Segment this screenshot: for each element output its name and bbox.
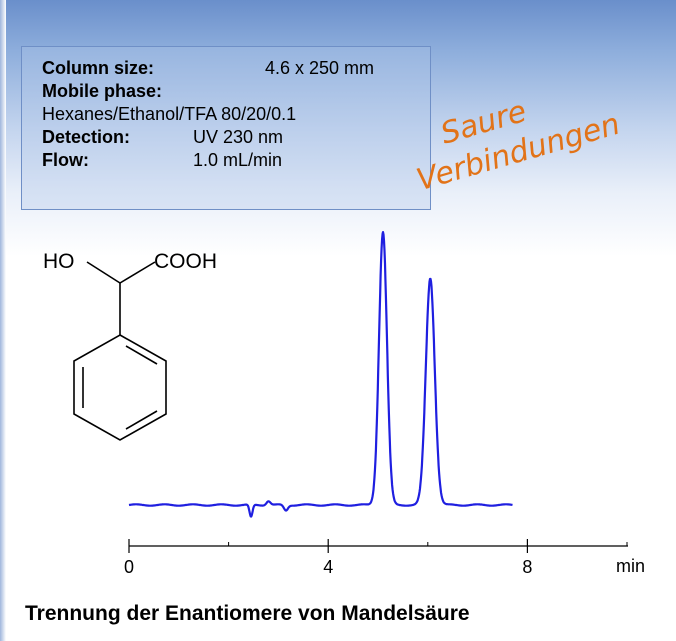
x-tick-label: 8 — [522, 557, 532, 577]
detection-value: UV 230 nm — [193, 127, 284, 147]
mobile-phase-value: Hexanes/Ethanol/TFA 80/20/0.1 — [42, 104, 297, 124]
column-size-row: Column size: 4.6 x 250 mm — [42, 57, 430, 80]
flow-label: Flow: — [42, 150, 89, 170]
conditions-box: Column size: 4.6 x 250 mm Mobile phase: H… — [21, 46, 431, 210]
flow-value: 1.0 mL/min — [193, 150, 283, 170]
mobile-phase-label: Mobile phase: — [42, 81, 163, 101]
chromatogram: 0 4 8 min — [124, 231, 645, 577]
chromatogram-trace — [128, 231, 514, 518]
left-edge-decoration — [0, 0, 6, 641]
column-size-label: Column size: — [42, 58, 155, 78]
detection-label: Detection: — [42, 127, 131, 147]
mandelic-acid-structure — [73, 261, 167, 441]
flow-row: Flow: 1.0 mL/min — [42, 149, 430, 172]
bond-cooh — [119, 261, 156, 284]
bond-ho — [86, 261, 121, 284]
x-tick-label: 0 — [124, 557, 134, 577]
cooh-label: COOH — [154, 250, 217, 273]
ring-double-bond-2 — [125, 410, 158, 430]
x-tick-label: 4 — [323, 557, 333, 577]
mobile-phase-value-row: Hexanes/Ethanol/TFA 80/20/0.1 — [42, 103, 430, 126]
x-axis-label: min — [616, 556, 645, 576]
column-size-value: 4.6 x 250 mm — [265, 58, 375, 78]
detection-row: Detection: UV 230 nm — [42, 126, 430, 149]
ho-label: HO — [43, 250, 75, 273]
ring-double-bond-1 — [125, 345, 158, 365]
chart-caption: Trennung der Enantiomere von Mandelsäure — [25, 602, 470, 625]
benzene-ring — [73, 334, 167, 441]
mobile-phase-row: Mobile phase: — [42, 80, 430, 103]
